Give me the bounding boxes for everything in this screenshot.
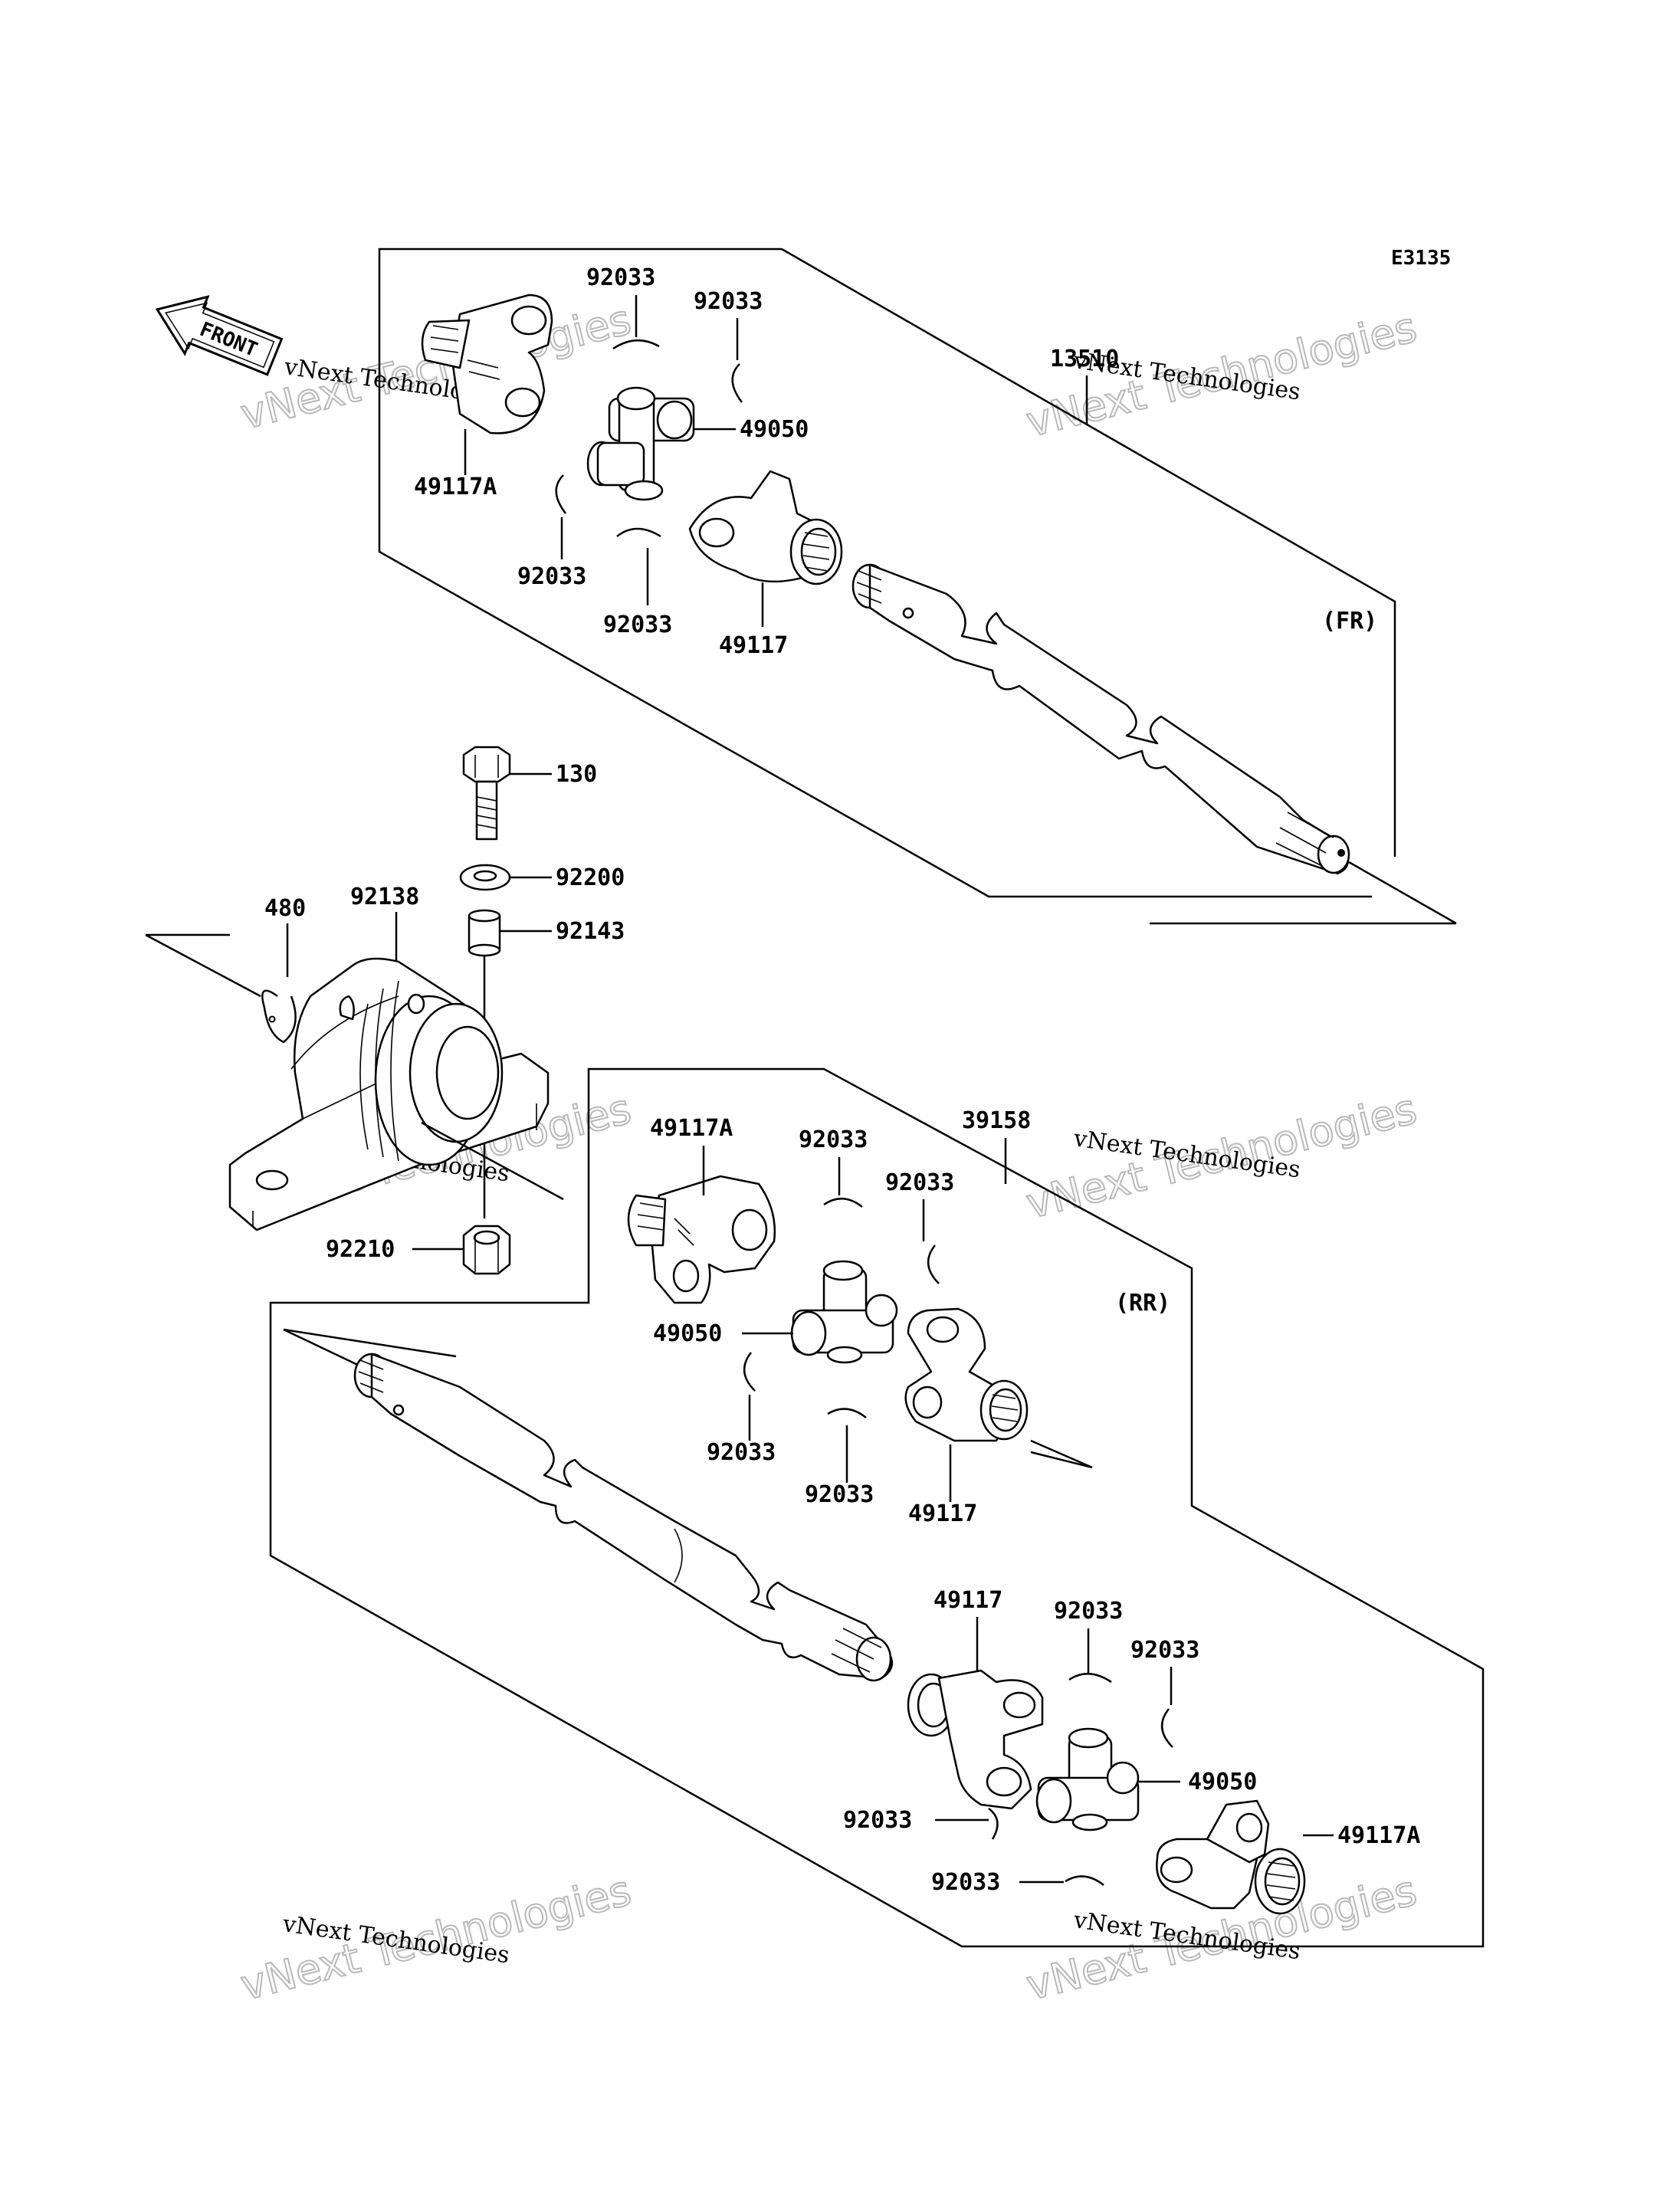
fr-clip-c-part [555, 474, 566, 514]
rr-clip-e-label: 92033 [1054, 1598, 1123, 1625]
fr-clip-a-part [612, 339, 660, 350]
circlip-label: 480 [264, 895, 306, 922]
fr-yoke-part [688, 470, 843, 585]
rr-group-frame [269, 1067, 1485, 1948]
rr-yoke-a-top-label: 49117A [650, 1115, 733, 1142]
washer-part [459, 864, 511, 891]
rr-bearing-axis [421, 1121, 564, 1201]
rr-clip-b-label: 92033 [885, 1169, 954, 1196]
rr-section-label: (RR) [1115, 1290, 1170, 1317]
watermark-bottom-left: vNext Technologies vNext Technologies [235, 1865, 637, 2010]
fr-shaft-axis-line [1348, 861, 1457, 925]
fr-clip-d-label: 92033 [603, 612, 672, 638]
fr-clip-c-label: 92033 [517, 563, 586, 590]
bearing-housing-part [228, 957, 550, 1231]
nut-label: 92210 [326, 1236, 395, 1263]
rr-clip-d-part [827, 1408, 867, 1418]
rr-clip-e-part [1068, 1673, 1112, 1684]
rr-clip-g-label: 92033 [843, 1807, 912, 1834]
rr-clip-a-label: 92033 [799, 1126, 868, 1153]
front-arrow-icon: FRONT [155, 295, 284, 376]
fr-cross-part [586, 386, 695, 501]
watermark-top-right: vNext Technologies vNext Technologies [1021, 302, 1422, 447]
watermark-mid-right: vNext Technologies vNext Technologies [1021, 1084, 1422, 1228]
rr-clip-h-label: 92033 [931, 1869, 1000, 1896]
fr-clip-b-part [731, 363, 743, 403]
fr-yoke-a-part [421, 293, 553, 434]
watermark-top-left: vNext Technologies vNext Technologies [235, 294, 637, 439]
rr-clip-f-part [1161, 1708, 1173, 1748]
fr-group-frame-right [781, 248, 1396, 857]
diagram-code: E3135 [1391, 247, 1451, 270]
rr-yoke-a-top-part [627, 1175, 776, 1304]
fr-shaft-part [851, 563, 1350, 875]
rr-clip-g-part [988, 1808, 999, 1840]
rr-clip-c-label: 92033 [707, 1439, 776, 1466]
rr-yoke-axis-b [1030, 1451, 1093, 1469]
rr-cross-top-label: 49050 [653, 1320, 722, 1347]
fr-cross-label: 49050 [740, 416, 809, 443]
rr-yoke-a-bottom-part [1156, 1799, 1306, 1915]
fr-clip-d-part [616, 527, 661, 538]
collar-label: 92143 [556, 918, 625, 945]
rr-clip-d-label: 92033 [805, 1481, 874, 1508]
collar-part [468, 909, 501, 957]
rr-shaft-axis-b [283, 1328, 365, 1369]
fr-yoke-label: 49117 [719, 632, 788, 659]
rr-yoke-axis [1030, 1439, 1093, 1469]
bolt-part [462, 746, 511, 841]
rr-clip-a-part [823, 1198, 863, 1208]
rr-cross-top-part [790, 1260, 898, 1364]
bolt-label: 130 [556, 761, 597, 788]
rr-yoke-a-bottom-label: 49117A [1337, 1822, 1420, 1849]
rr-shaft-part [353, 1353, 893, 1682]
circlip-axis-b [145, 933, 261, 998]
rr-shaft-axis-a [283, 1328, 457, 1358]
fr-shaft-label: 13510 [1050, 346, 1119, 372]
fr-section-label: (FR) [1322, 608, 1377, 635]
rr-cross-bottom-label: 49050 [1188, 1769, 1257, 1795]
rr-yoke-bottom-part [907, 1669, 1044, 1810]
rr-shaft-assy-label: 39158 [962, 1107, 1031, 1134]
rr-clip-c-part [743, 1352, 756, 1392]
rr-cross-bottom-part [1035, 1727, 1140, 1831]
rr-yoke-bottom-label: 49117 [934, 1587, 1002, 1614]
fr-yoke-a-label: 49117A [414, 474, 497, 500]
nut-part [462, 1225, 511, 1275]
rr-clip-b-part [927, 1244, 940, 1284]
rr-clip-f-label: 92033 [1130, 1637, 1199, 1664]
circlip-part [261, 989, 297, 1044]
rr-clip-h-part [1065, 1875, 1104, 1886]
fr-clip-b-label: 92033 [694, 288, 763, 315]
bearing-label: 92138 [350, 884, 419, 910]
washer-label: 92200 [556, 864, 625, 891]
fr-group-frame [378, 248, 1372, 898]
rr-yoke-top-part [904, 1307, 1029, 1442]
fr-clip-a-label: 92033 [586, 264, 655, 291]
rr-yoke-top-label: 49117 [908, 1500, 977, 1527]
